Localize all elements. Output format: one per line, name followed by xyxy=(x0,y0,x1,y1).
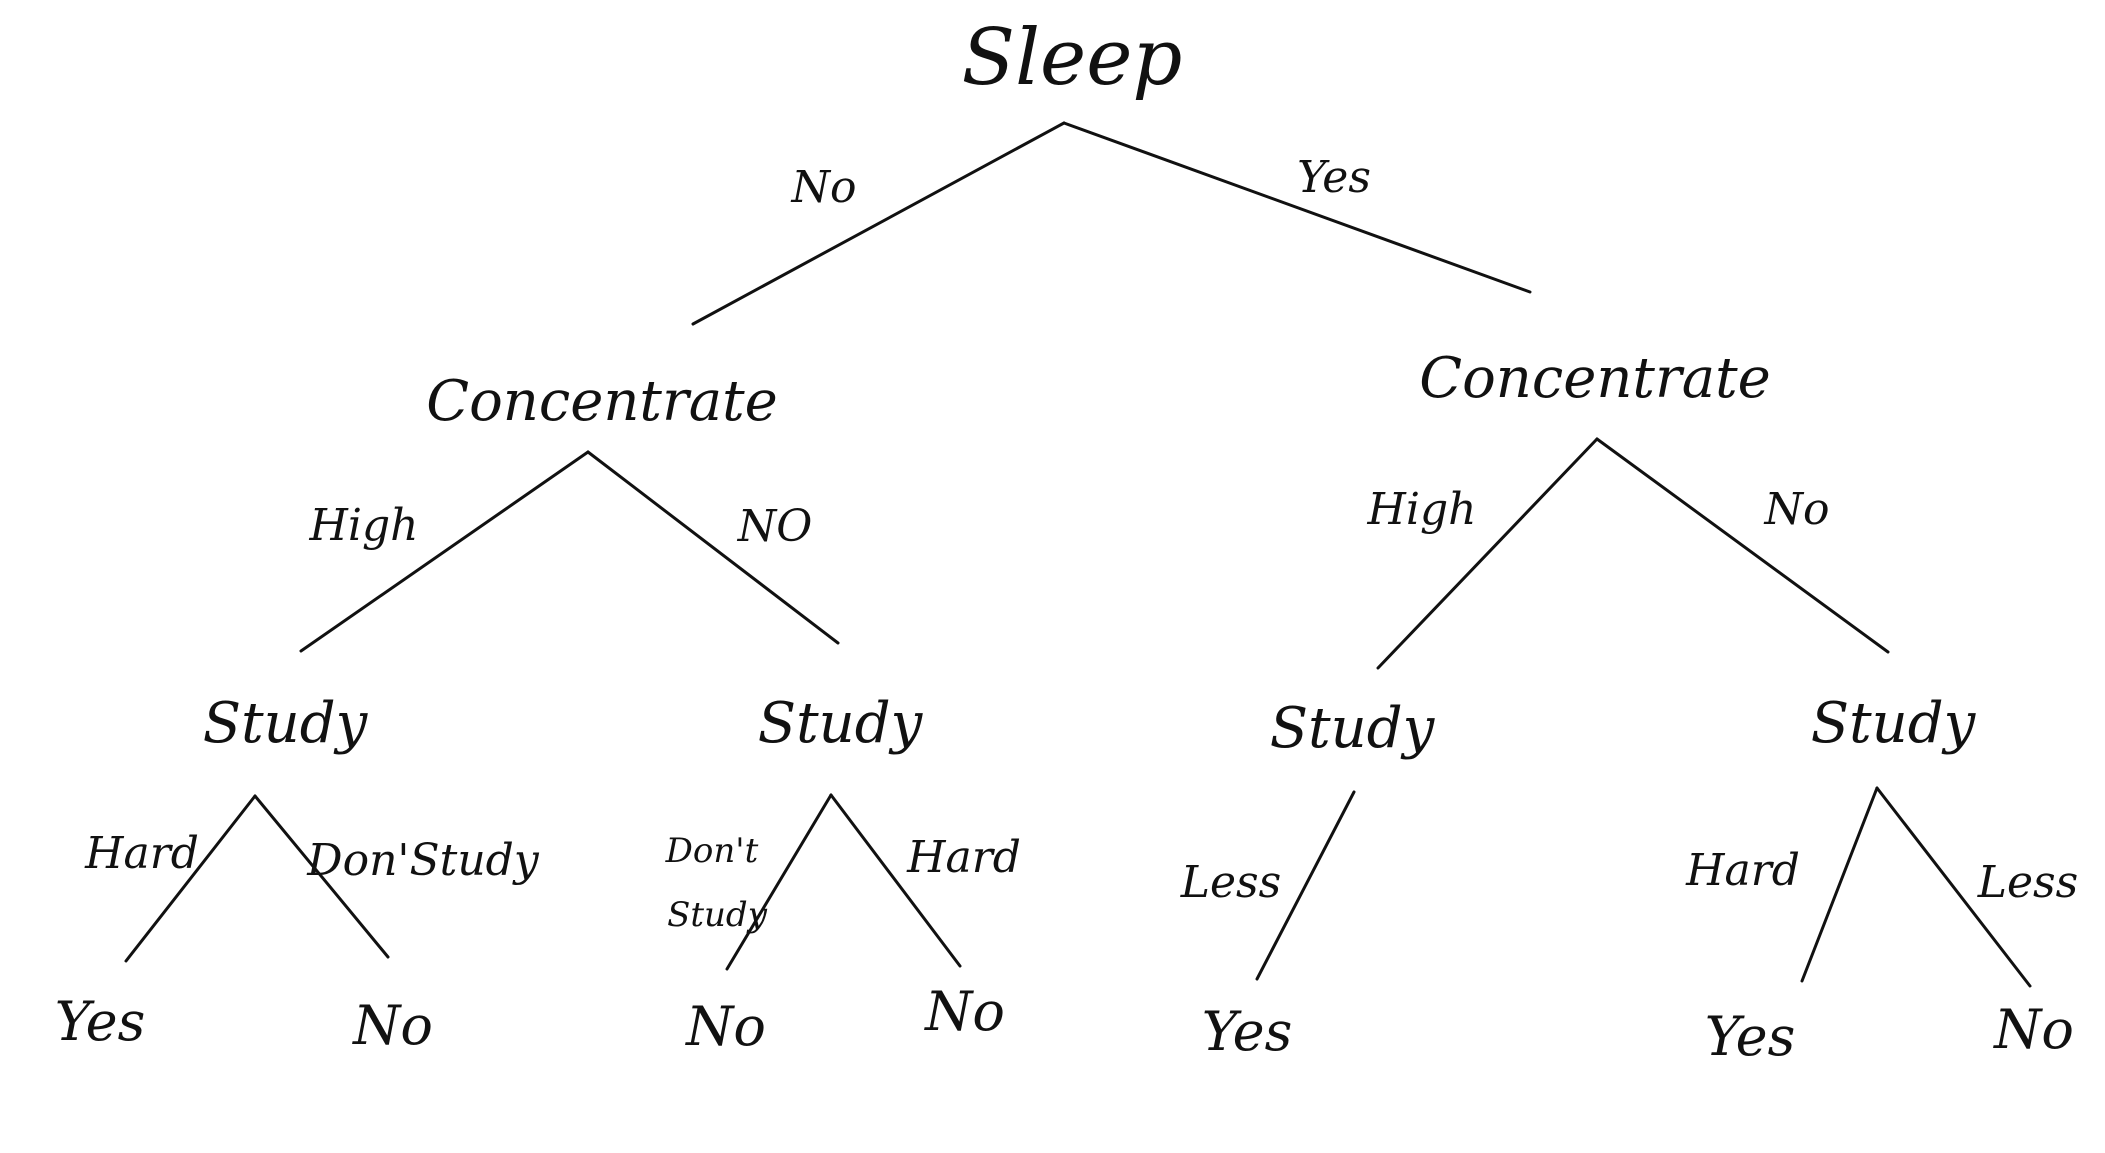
leaf-yes-2: Yes xyxy=(1202,1000,1293,1063)
edge-study2-to-no-right xyxy=(829,793,962,968)
edge-study1-to-no xyxy=(253,794,390,959)
edge-right-concentrate-to-study-high xyxy=(1376,437,1599,670)
leaf-no-1: No xyxy=(351,994,433,1057)
edge-study1-to-yes xyxy=(124,794,257,963)
edge-sleep-to-left-concentrate xyxy=(691,121,1066,326)
study3-edge-label-less: Less xyxy=(1180,857,1281,908)
root-edge-label-yes: Yes xyxy=(1297,152,1371,203)
edge-labels: No Yes High NO High No Hard Don'Study Do… xyxy=(84,152,2078,935)
study2-edge-label-hard: Hard xyxy=(906,832,1021,883)
edge-left-concentrate-to-study-no xyxy=(586,450,840,645)
edge-study3-to-yes xyxy=(1255,790,1356,981)
study-node-1-label: Study xyxy=(203,691,369,756)
leaf-labels: Yes No No No Yes Yes No xyxy=(55,980,2074,1068)
left-concentrate-edge-label-no: NO xyxy=(737,501,813,552)
leaf-yes-3: Yes xyxy=(1705,1005,1796,1068)
study2-edge-label-dont-line2: Study xyxy=(667,895,768,935)
tree-edges xyxy=(124,121,2032,988)
study-node-3-label: Study xyxy=(1270,696,1436,761)
right-concentrate-edge-label-high: High xyxy=(1367,484,1477,535)
edge-right-concentrate-to-study-no xyxy=(1595,437,1890,654)
right-concentrate-edge-label-no: No xyxy=(1764,484,1830,535)
edge-left-concentrate-to-study-high xyxy=(299,450,590,653)
study1-edge-label-dont-study: Don'Study xyxy=(306,835,540,886)
study2-edge-label-dont-line1: Don't xyxy=(665,831,759,871)
study1-edge-label-hard: Hard xyxy=(84,828,199,879)
left-concentrate-edge-label-high: High xyxy=(309,500,419,551)
leaf-yes-1: Yes xyxy=(55,990,146,1053)
root-node-label: Sleep xyxy=(962,13,1183,103)
right-concentrate-node-label: Concentrate xyxy=(1419,346,1771,411)
study-node-4-label: Study xyxy=(1811,691,1977,756)
leaf-no-3: No xyxy=(923,980,1005,1043)
left-concentrate-node-label: Concentrate xyxy=(426,369,778,434)
leaf-no-2: No xyxy=(684,995,766,1058)
edge-study4-to-yes xyxy=(1800,786,1879,983)
leaf-no-4: No xyxy=(1992,998,2074,1061)
edge-sleep-to-right-concentrate xyxy=(1062,121,1532,294)
study4-edge-label-hard: Hard xyxy=(1685,845,1800,896)
edge-study4-to-no xyxy=(1875,786,2032,988)
tree-nodes: Sleep Concentrate Concentrate Study Stud… xyxy=(203,13,1977,761)
edge-study2-to-no-left xyxy=(725,793,833,971)
study-node-2-label: Study xyxy=(758,691,924,756)
root-edge-label-no: No xyxy=(791,162,857,213)
study4-edge-label-less: Less xyxy=(1977,857,2078,908)
